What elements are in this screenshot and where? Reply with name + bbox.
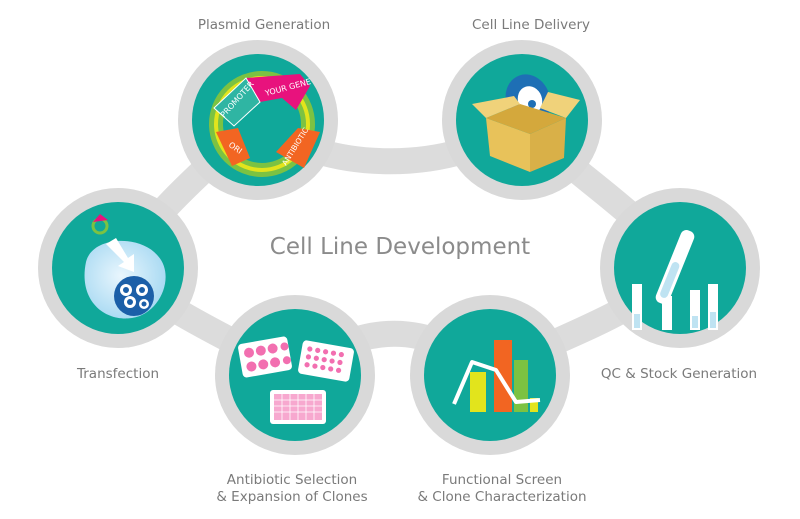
well-plates-icon: [238, 336, 354, 424]
label-functional-screen: Functional Screen & Clone Characterizati…: [417, 472, 586, 506]
label-transfection: Transfection: [76, 366, 160, 382]
diagram-title: Cell Line Development: [269, 234, 531, 260]
cell-transfection-icon: [84, 214, 166, 319]
label-line: Antibiotic Selection: [226, 472, 358, 488]
plasmid-map-icon: YOUR GENE PROMOTER ANTIBIOTIC ORI: [209, 71, 320, 177]
label-cell-line-delivery: Cell Line Delivery: [472, 17, 590, 33]
label-line: Functional Screen: [441, 472, 563, 488]
label-line: & Expansion of Clones: [216, 489, 368, 505]
label-plasmid-generation: Plasmid Generation: [197, 17, 331, 33]
label-qc-stock-generation: QC & Stock Generation: [600, 366, 758, 382]
shipping-box-icon: [472, 74, 580, 172]
label-antibiotic-selection: Antibiotic Selection & Expansion of Clon…: [216, 472, 367, 506]
label-line: & Clone Characterization: [417, 489, 587, 505]
bar-chart-icon: [452, 340, 541, 412]
test-tubes-icon: [632, 230, 718, 330]
